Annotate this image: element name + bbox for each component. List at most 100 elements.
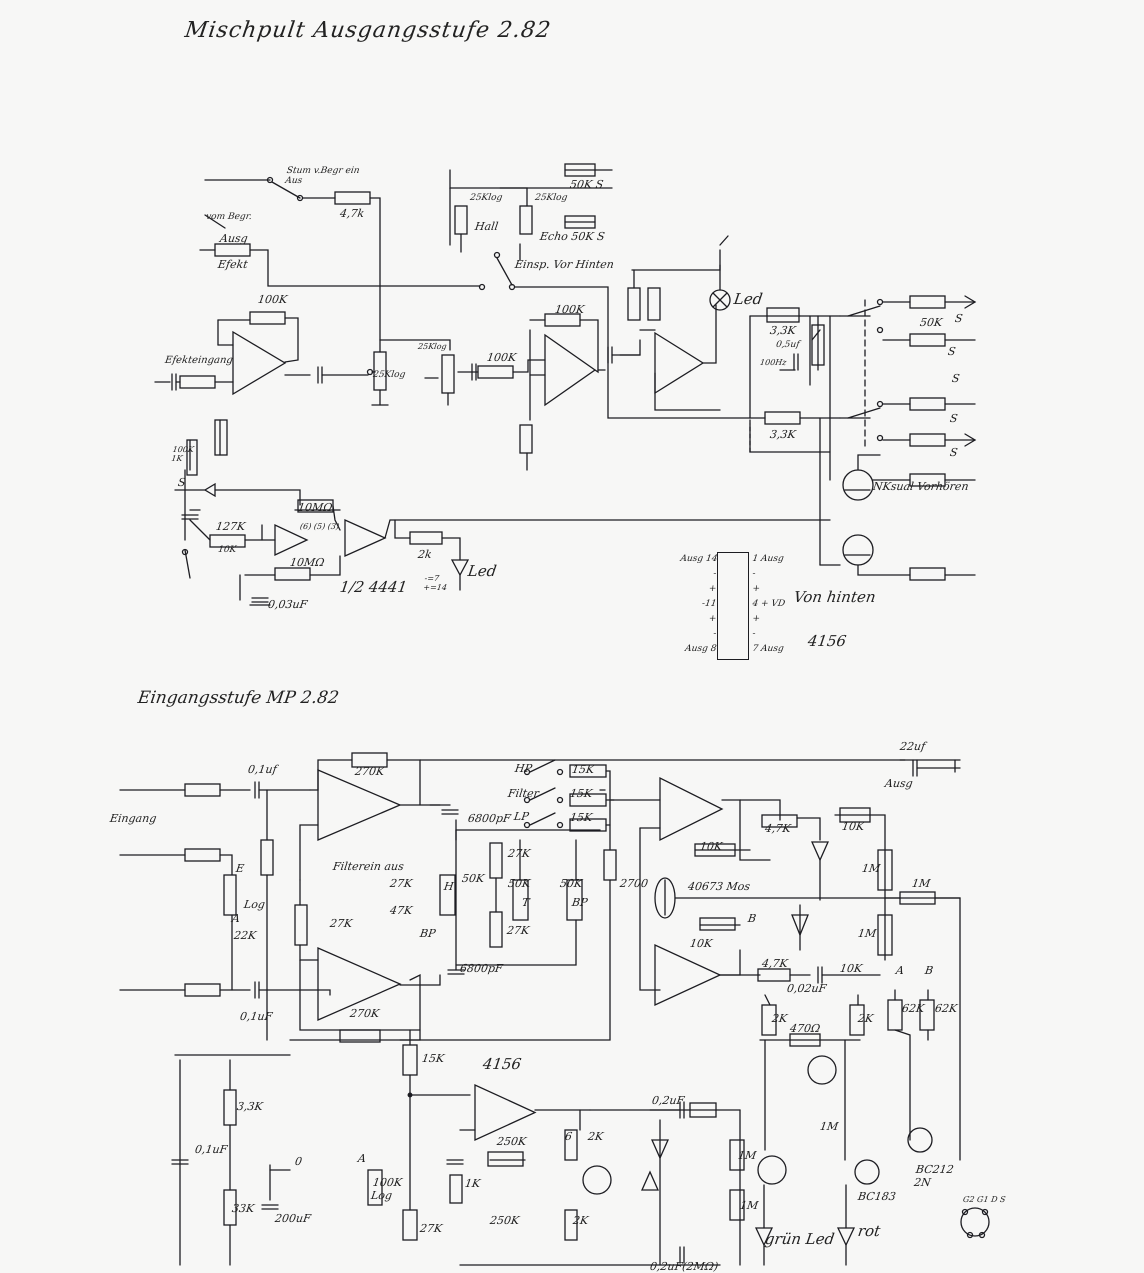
label: 27K — [506, 924, 531, 937]
label: Led — [732, 290, 764, 308]
resistor — [449, 1174, 463, 1204]
terminal — [523, 768, 531, 776]
label: Ausg — [884, 777, 914, 790]
label: 3,3K — [236, 1100, 264, 1113]
ic-right-pins: 1 Ausg-+4 + VD+-7 Ausg — [752, 554, 812, 659]
resistor — [919, 999, 935, 1031]
label: S — [949, 446, 959, 459]
label: Stum v.Begr ein Aus — [284, 166, 361, 186]
resistor — [439, 874, 456, 916]
wire — [189, 519, 211, 541]
ic-pinout: Ausg 14-+-11+-Ausg 8 1 Ausg-+4 + VD+-7 A… — [680, 552, 877, 662]
label: 470Ω — [789, 1022, 822, 1035]
transistor — [757, 1155, 787, 1185]
label: 1M — [861, 862, 882, 875]
resistor — [454, 205, 468, 235]
terminal — [478, 283, 486, 291]
label: (6) (5) (3) — [299, 522, 340, 531]
resistor — [519, 205, 533, 235]
wire — [894, 1029, 911, 1141]
label: 4,7k — [339, 207, 366, 220]
resistor — [877, 914, 893, 956]
label: vom Begr. — [205, 212, 253, 222]
label: 2K — [587, 1130, 605, 1143]
label: Efekteingang — [164, 355, 234, 366]
wire — [721, 799, 771, 861]
ic-pin-label: - — [751, 569, 757, 579]
label: S — [177, 476, 187, 489]
diode — [810, 841, 830, 862]
resistor — [729, 1139, 745, 1171]
terminal — [556, 768, 564, 776]
label: NKsual Vorhören — [872, 480, 970, 493]
diode — [203, 482, 216, 498]
label: S — [951, 372, 961, 385]
wire — [258, 989, 331, 996]
label: Log — [243, 898, 266, 911]
wire — [719, 949, 741, 976]
wire — [219, 854, 233, 876]
label: 10MΩ — [289, 556, 326, 569]
resistor — [260, 839, 274, 876]
op-amp — [317, 947, 402, 1021]
diode — [640, 1170, 660, 1191]
label: 62K — [901, 1002, 926, 1015]
transistor — [842, 534, 874, 566]
wire — [289, 973, 421, 1041]
label: BC183 — [857, 1190, 897, 1203]
resistor — [367, 1169, 383, 1206]
resistor — [849, 1004, 865, 1036]
op-amp — [344, 518, 387, 558]
label: 27K — [507, 847, 532, 860]
terminal — [493, 251, 501, 259]
wire — [631, 249, 721, 271]
resistor — [909, 295, 946, 309]
wire — [796, 817, 821, 841]
label: 4,7K — [761, 957, 789, 970]
ic-pin-label: Ausg 8 — [684, 644, 718, 654]
wire — [384, 519, 831, 539]
label: 15K — [569, 811, 594, 824]
resistor — [761, 814, 798, 828]
label: rot — [856, 1222, 882, 1240]
resistor — [186, 439, 198, 476]
resistor — [339, 1029, 381, 1043]
label: 50K — [919, 316, 944, 329]
resistor — [764, 411, 801, 425]
label: 2700 — [619, 877, 649, 890]
label: 100K — [486, 351, 518, 364]
resistor — [214, 243, 251, 257]
label: S — [949, 412, 959, 425]
wire — [455, 919, 577, 966]
label: 10K — [217, 545, 237, 555]
label: 6800pF — [459, 962, 504, 975]
label: 2K — [857, 1012, 875, 1025]
label: Echo 50K S — [539, 230, 606, 243]
terminal — [981, 1208, 989, 1216]
label: S — [954, 312, 964, 325]
resistor — [789, 1033, 821, 1047]
resistor — [489, 842, 503, 879]
terminal — [966, 1231, 974, 1239]
label: 10K — [839, 962, 864, 975]
resistor — [184, 783, 221, 797]
label: 0,1uF — [239, 1010, 274, 1023]
wire — [529, 759, 556, 773]
label: 1K — [464, 1177, 482, 1190]
resistor — [487, 1151, 524, 1167]
wire — [332, 505, 341, 531]
label: Einsp. Vor Hinten — [514, 258, 615, 271]
ic-pin-label: 7 Ausg — [751, 644, 785, 654]
label: Filter — [507, 787, 540, 800]
label: 15K — [421, 1052, 446, 1065]
label: 33K — [231, 1202, 256, 1215]
resistor — [184, 848, 221, 862]
resistor — [402, 1209, 418, 1241]
label: Led — [466, 562, 498, 580]
ic-note: Von hinten — [792, 588, 877, 606]
label: 10K — [699, 840, 724, 853]
wire — [309, 555, 341, 576]
label: 10K — [841, 820, 866, 833]
ic-pin-label: - — [712, 569, 718, 579]
resistor — [627, 287, 641, 321]
